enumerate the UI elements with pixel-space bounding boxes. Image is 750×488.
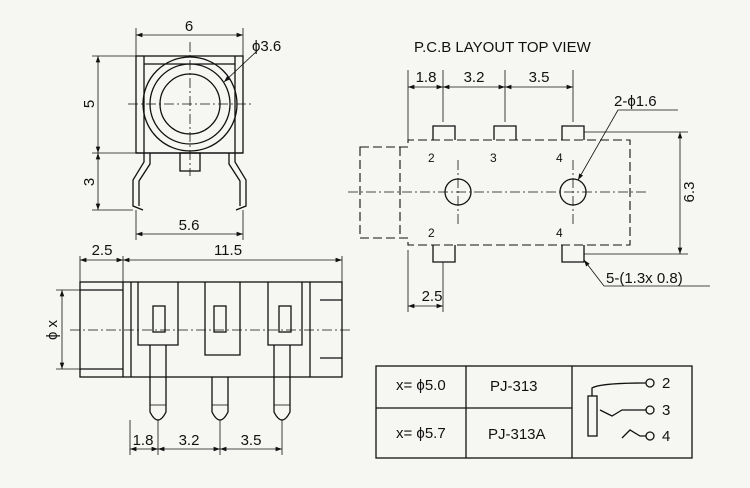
front-view: 6 ϕ3.6 5 3 5.6 xyxy=(81,18,281,240)
pcb-pad-num-4b: 4 xyxy=(556,226,563,240)
pcb-hole-label: 2-ϕ1.6 xyxy=(614,93,657,110)
side-pin-dim-2: 3.2 xyxy=(179,432,200,449)
pcb-pad-2-bottom xyxy=(432,245,456,263)
pcb-top-dim-2: 3.2 xyxy=(464,69,485,86)
pcb-bottom-dim: 2.5 xyxy=(422,288,443,305)
pcb-layout: P.C.B LAYOUT TOP VIEW 1.8 3.2 3.5 2 3 4 xyxy=(348,39,710,312)
pcb-pad-num-2: 2 xyxy=(428,151,435,165)
side-front-len-label: 2.5 xyxy=(92,242,113,259)
pcb-pad-3-top xyxy=(493,125,517,140)
jack-schematic-icon xyxy=(587,378,655,441)
front-width-label: 6 xyxy=(185,18,193,35)
schem-pin-2: 2 xyxy=(662,375,670,392)
pcb-hole-2 xyxy=(559,178,587,206)
pcb-pad-num-2b: 2 xyxy=(428,226,435,240)
table-row1-dia: x= ϕ5.0 xyxy=(396,377,446,394)
side-total-len-label: 11.5 xyxy=(214,242,242,259)
pcb-height-label: 6.3 xyxy=(681,182,698,203)
table-row2-dia: x= ϕ5.7 xyxy=(396,425,446,442)
front-height-upper-label: 5 xyxy=(81,100,98,108)
pcb-hole-1 xyxy=(444,178,472,206)
pcb-pad-num-3: 3 xyxy=(490,151,497,165)
pcb-pad-4-top xyxy=(561,125,585,140)
side-view: 2.5 11.5 ϕ x xyxy=(44,242,352,455)
pcb-top-dim-1: 1.8 xyxy=(416,69,437,86)
table-row1-model: PJ-313 xyxy=(490,378,538,395)
side-pin-dim-3: 3.5 xyxy=(241,432,262,449)
side-body xyxy=(79,281,343,378)
leg-spacing-label: 5.6 xyxy=(179,217,200,234)
side-pin-dim-1: 1.8 xyxy=(133,432,154,449)
pcb-title: P.C.B LAYOUT TOP VIEW xyxy=(414,39,592,56)
table-row2-model: PJ-313A xyxy=(488,426,546,443)
side-dia-label: ϕ x xyxy=(44,319,61,340)
model-table-frame xyxy=(375,365,693,459)
pcb-pad-label: 5-(1.3x 0.8) xyxy=(606,270,683,287)
schem-pin-3: 3 xyxy=(662,402,670,419)
pcb-pad-2-top xyxy=(432,125,456,140)
pcb-pad-4-bottom xyxy=(561,245,585,263)
pcb-pad-num-4: 4 xyxy=(556,151,563,165)
front-hole-label: ϕ3.6 xyxy=(252,38,281,55)
pcb-outline xyxy=(359,139,631,246)
front-height-lower-label: 3 xyxy=(81,178,98,186)
model-table: x= ϕ5.0 PJ-313 x= ϕ5.7 PJ-313A 2 3 4 xyxy=(375,365,693,459)
front-body xyxy=(135,55,244,154)
schem-pin-4: 4 xyxy=(662,428,670,445)
pcb-top-dim-3: 3.5 xyxy=(529,69,550,86)
